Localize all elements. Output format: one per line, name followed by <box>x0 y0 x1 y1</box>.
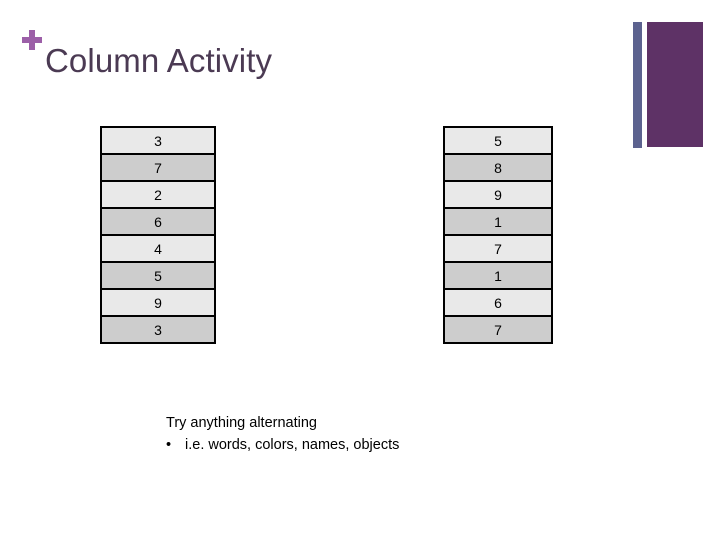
table-row: 4 <box>100 234 216 263</box>
table-row: 6 <box>443 288 553 317</box>
right-column-table: 5 8 9 1 7 1 6 7 <box>443 126 553 344</box>
cell-value: 1 <box>443 207 553 236</box>
table-row: 9 <box>100 288 216 317</box>
table-row: 3 <box>100 315 216 344</box>
cell-value: 6 <box>100 207 216 236</box>
cell-value: 5 <box>100 261 216 290</box>
table-row: 7 <box>100 153 216 182</box>
cell-value: 9 <box>100 288 216 317</box>
table-row: 5 <box>100 261 216 290</box>
decorative-bar-blue <box>633 22 642 148</box>
table-row: 1 <box>443 261 553 290</box>
table-row: 7 <box>443 234 553 263</box>
table-row: 6 <box>100 207 216 236</box>
cell-value: 1 <box>443 261 553 290</box>
cell-value: 9 <box>443 180 553 209</box>
bullet-icon: • <box>166 437 172 453</box>
cell-value: 3 <box>100 315 216 344</box>
notes-block: Try anything alternating • i.e. words, c… <box>166 412 399 456</box>
cell-value: 3 <box>100 126 216 155</box>
table-row: 8 <box>443 153 553 182</box>
cell-value: 2 <box>100 180 216 209</box>
notes-line-2: i.e. words, colors, names, objects <box>185 437 400 453</box>
table-row: 9 <box>443 180 553 209</box>
page-title: Column Activity <box>45 42 273 79</box>
plus-icon <box>21 28 43 52</box>
cell-value: 7 <box>100 153 216 182</box>
decorative-bar-purple <box>647 22 703 147</box>
table-row: 5 <box>443 126 553 155</box>
notes-line-1: Try anything alternating <box>166 415 317 431</box>
cell-value: 7 <box>443 234 553 263</box>
cell-value: 8 <box>443 153 553 182</box>
table-row: 7 <box>443 315 553 344</box>
cell-value: 6 <box>443 288 553 317</box>
notes-bullet-line: • i.e. words, colors, names, objects <box>166 434 399 456</box>
table-row: 1 <box>443 207 553 236</box>
table-row: 3 <box>100 126 216 155</box>
cell-value: 5 <box>443 126 553 155</box>
left-column-table: 3 7 2 6 4 5 9 3 <box>100 126 216 344</box>
cell-value: 4 <box>100 234 216 263</box>
table-row: 2 <box>100 180 216 209</box>
cell-value: 7 <box>443 315 553 344</box>
